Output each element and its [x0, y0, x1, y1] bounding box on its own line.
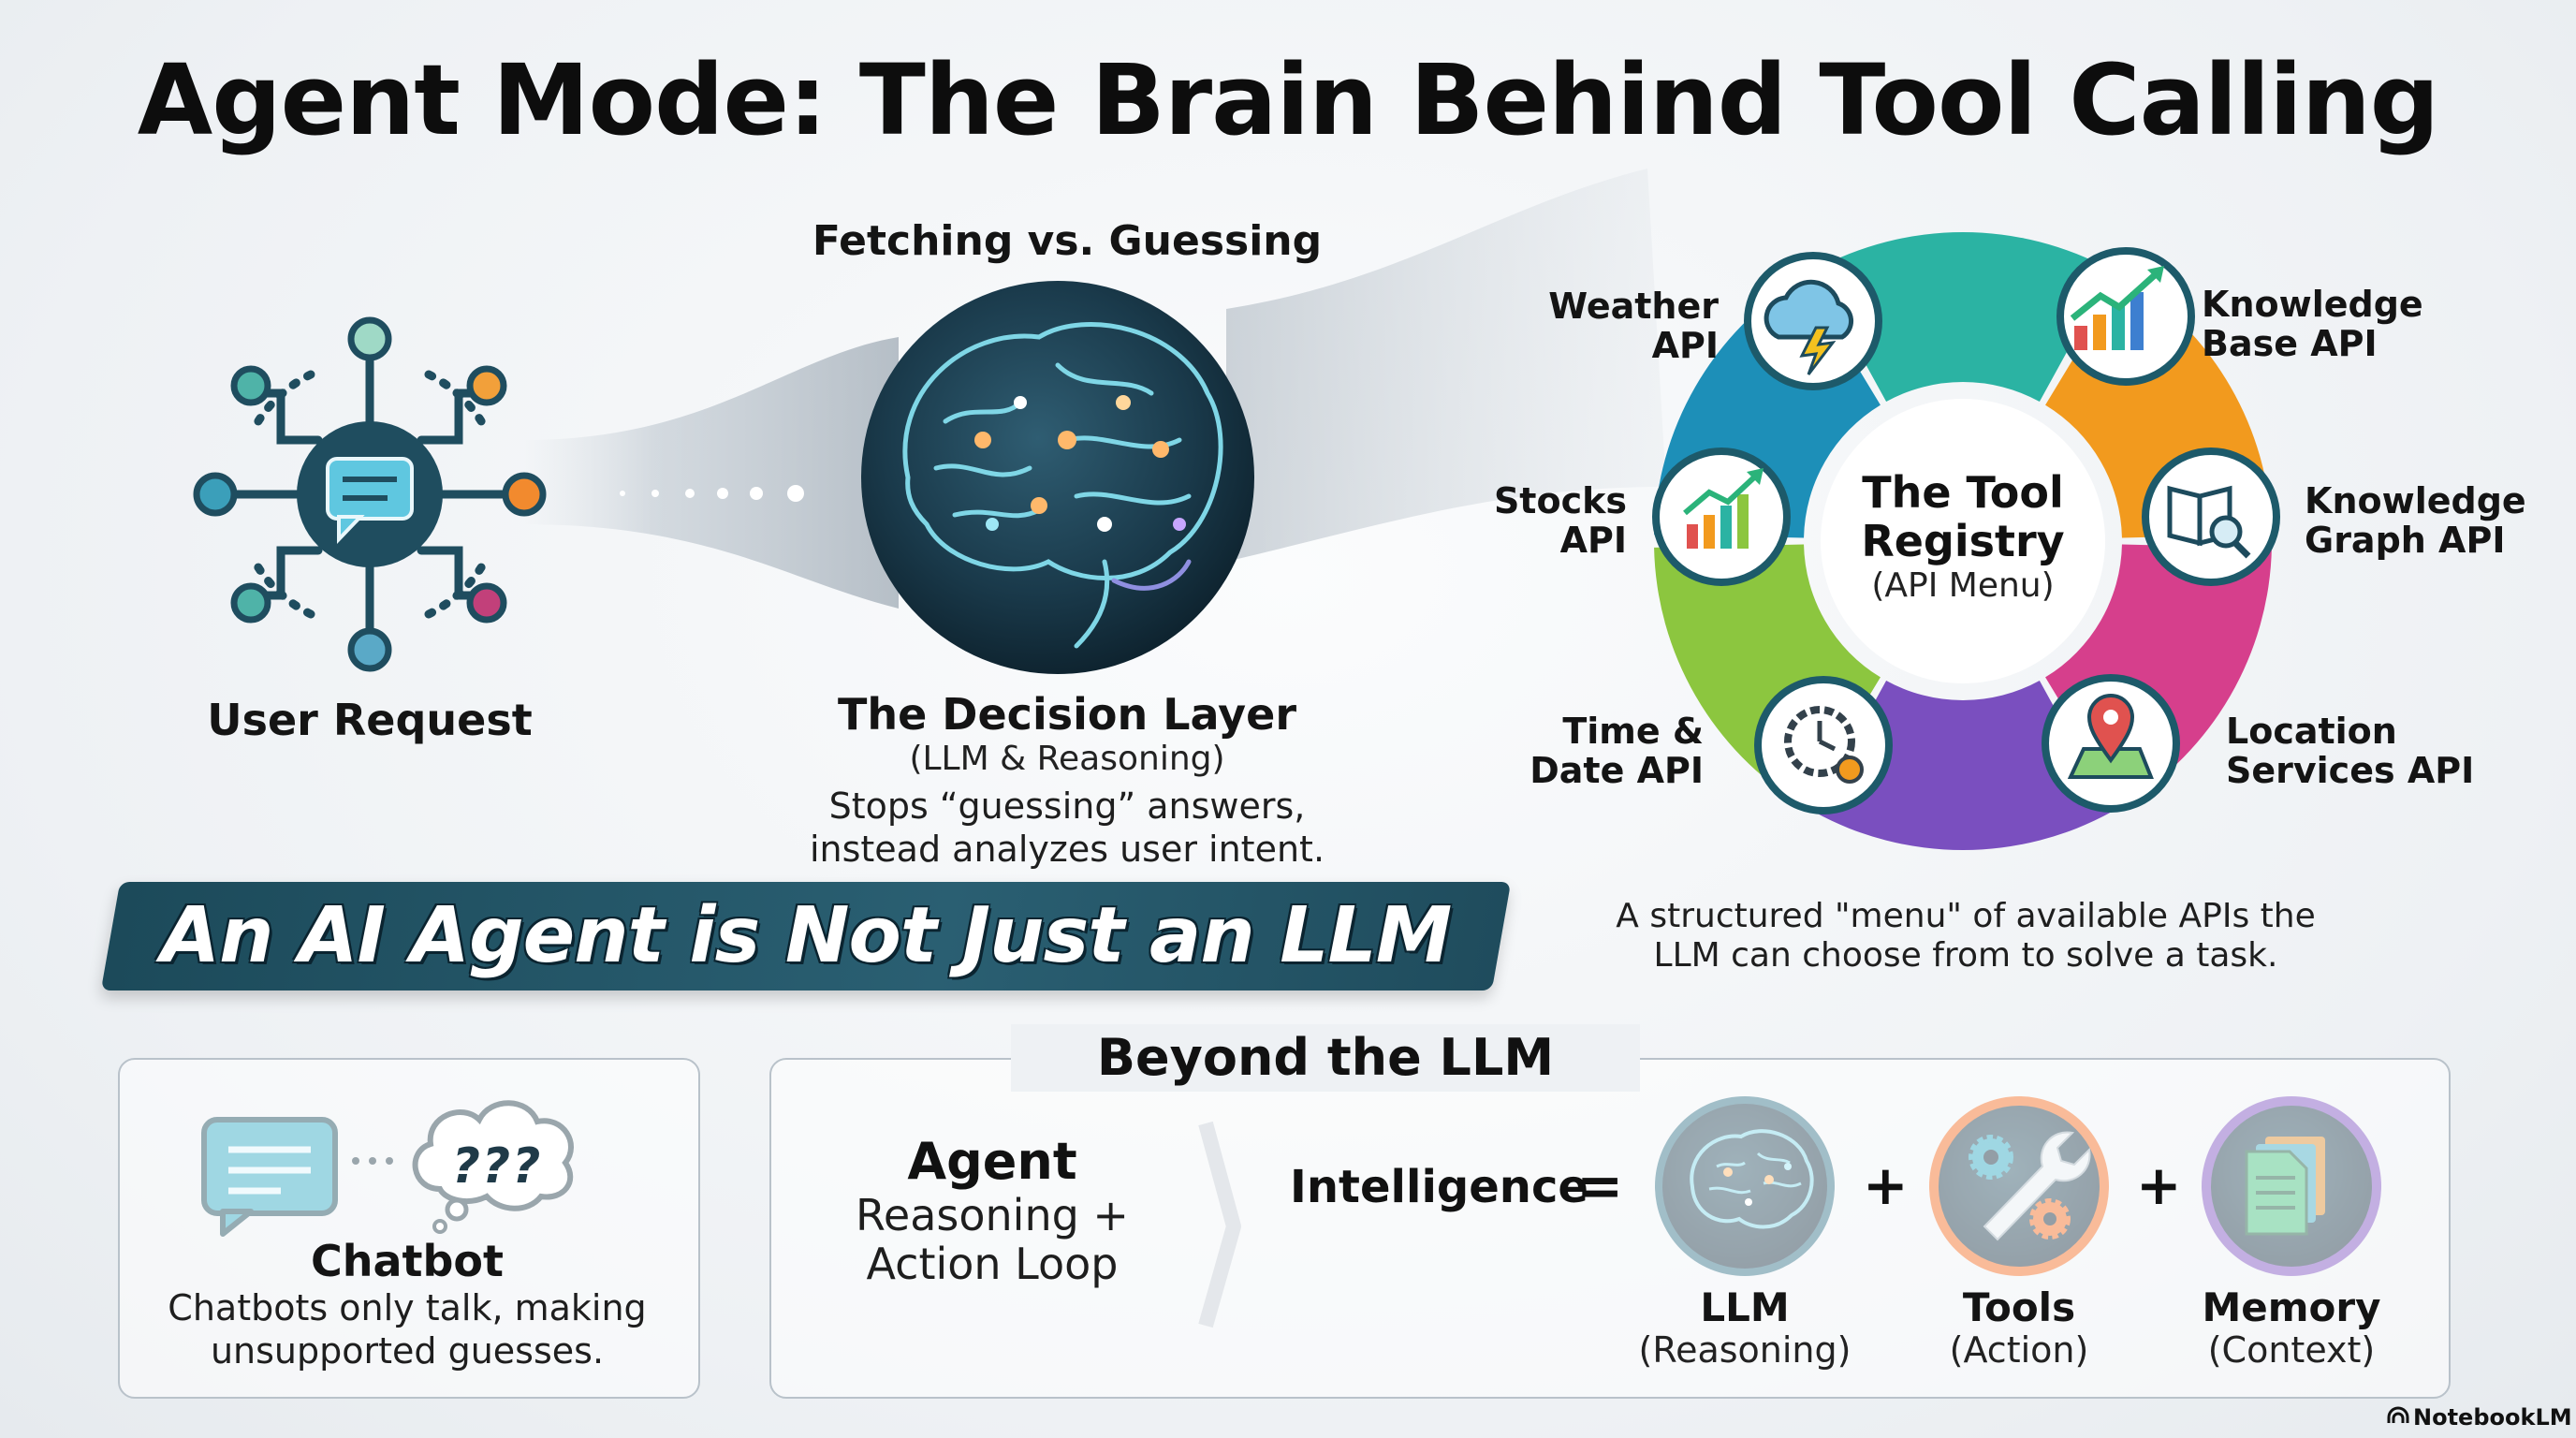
registry-caption: A structured "menu" of available APIs th…: [1554, 897, 2378, 976]
registry-caption-2: LLM can choose from to solve a task.: [1653, 936, 2278, 975]
chatbot-desc-2: unsupported guesses.: [210, 1330, 605, 1372]
fetching-vs-guessing-label: Fetching vs. Guessing: [812, 217, 1323, 265]
brain-nodes: [974, 395, 1186, 532]
clock-gear-icon: [1754, 676, 1893, 814]
request-beam: [524, 337, 899, 609]
trend-chart-icon: [2056, 247, 2195, 386]
dotted-trail: [620, 485, 804, 502]
knowledge-graph-api-line1: Knowledge: [2305, 480, 2526, 521]
registry-center: [1821, 399, 2105, 683]
plus-sign-1: +: [1863, 1153, 1909, 1217]
beyond-llm-box: [769, 1058, 2451, 1399]
decision-layer-desc-1: Stops “guessing” answers,: [828, 785, 1306, 827]
api-icon-discs: [1652, 247, 2280, 814]
intelligence-label: Intelligence: [1290, 1161, 1588, 1213]
plus-sign-2: +: [2136, 1153, 2182, 1217]
loop-line-1: Reasoning +: [856, 1190, 1129, 1240]
ring-segment: [1814, 231, 2112, 403]
chatbot-desc-1: Chatbots only talk, making: [168, 1287, 647, 1328]
chatbot-box: [118, 1058, 700, 1399]
memory-item: Memory (Context): [2170, 1284, 2413, 1372]
map-pin-icon: [2042, 674, 2180, 813]
knowledge-base-api-line2: Base API: [2202, 323, 2378, 364]
thought-cloud-text: ???: [451, 1138, 543, 1195]
brain-icon: [902, 322, 1223, 649]
decision-layer-desc-2: instead analyzes user intent.: [809, 829, 1325, 870]
tools-name: Tools: [1962, 1284, 2076, 1330]
stocks-api-label: Stocks API: [1460, 481, 1627, 560]
decision-layer-sphere: [861, 281, 1254, 674]
banner-text: An AI Agent is Not Just an LLM: [160, 891, 1453, 980]
registry-title: The Tool Registry (API Menu): [1830, 468, 2096, 607]
weather-api-line2: API: [1651, 325, 1719, 366]
hub-nodes: [193, 316, 547, 672]
registry-title-line2: Registry: [1861, 516, 2065, 566]
weather-api-line1: Weather: [1548, 286, 1719, 327]
agent-label: Agent: [907, 1132, 1077, 1191]
chatbot-title: Chatbot: [310, 1236, 505, 1286]
page-title: Agent Mode: The Brain Behind Tool Callin…: [137, 43, 2440, 157]
weather-icon: [1744, 252, 1882, 390]
chat-bubble-icon: [326, 457, 414, 544]
llm-name: LLM: [1700, 1284, 1790, 1330]
registry-subtitle: (API Menu): [1871, 566, 2055, 605]
chatbot-text: Chatbot Chatbots only talk, making unsup…: [118, 1236, 696, 1372]
time-date-api-line2: Date API: [1530, 750, 1704, 791]
location-api-label: Location Services API: [2226, 712, 2525, 790]
brand-label: NotebookLM: [2413, 1404, 2572, 1431]
location-api-line1: Location: [2226, 711, 2397, 752]
tools-item: Tools (Action): [1897, 1284, 2141, 1372]
weather-api-label: Weather API: [1526, 286, 1719, 365]
decision-layer-title: The Decision Layer: [837, 689, 1297, 740]
registry-title-line1: The Tool: [1862, 467, 2064, 518]
stocks-api-line1: Stocks: [1493, 480, 1627, 521]
llm-sub: (Reasoning): [1638, 1329, 1852, 1371]
book-search-icon: [2142, 448, 2280, 586]
knowledge-base-api-line1: Knowledge: [2202, 284, 2423, 325]
notebooklm-logo-icon: [2387, 1406, 2409, 1423]
memory-sub: (Context): [2207, 1329, 2376, 1371]
tools-sub: (Action): [1949, 1329, 2089, 1371]
beyond-llm-title: Beyond the LLM: [1011, 1024, 1640, 1092]
knowledge-base-api-label: Knowledge Base API: [2202, 285, 2482, 363]
registry-beam: [1226, 169, 1666, 562]
registry-caption-1: A structured "menu" of available APIs th…: [1616, 897, 2316, 935]
decision-layer-text: The Decision Layer (LLM & Reasoning) Sto…: [786, 689, 1348, 871]
loop-line-2: Action Loop: [866, 1239, 1119, 1289]
llm-item: LLM (Reasoning): [1623, 1284, 1866, 1372]
knowledge-graph-api-label: Knowledge Graph API: [2305, 481, 2567, 560]
location-api-line2: Services API: [2226, 750, 2475, 791]
stocks-api-line2: API: [1559, 520, 1627, 561]
decision-layer-subtitle: (LLM & Reasoning): [909, 740, 1225, 778]
equals-sign: =: [1576, 1153, 1624, 1219]
user-request-label: User Request: [207, 695, 533, 745]
memory-name: Memory: [2202, 1284, 2381, 1330]
time-date-api-label: Time & Date API: [1498, 712, 1704, 790]
knowledge-graph-api-line2: Graph API: [2305, 520, 2506, 561]
agent-definition: Agent Reasoning + Action Loop: [824, 1132, 1161, 1289]
stocks-chart-icon: [1652, 448, 1791, 586]
time-date-api-line1: Time &: [1562, 711, 1704, 752]
